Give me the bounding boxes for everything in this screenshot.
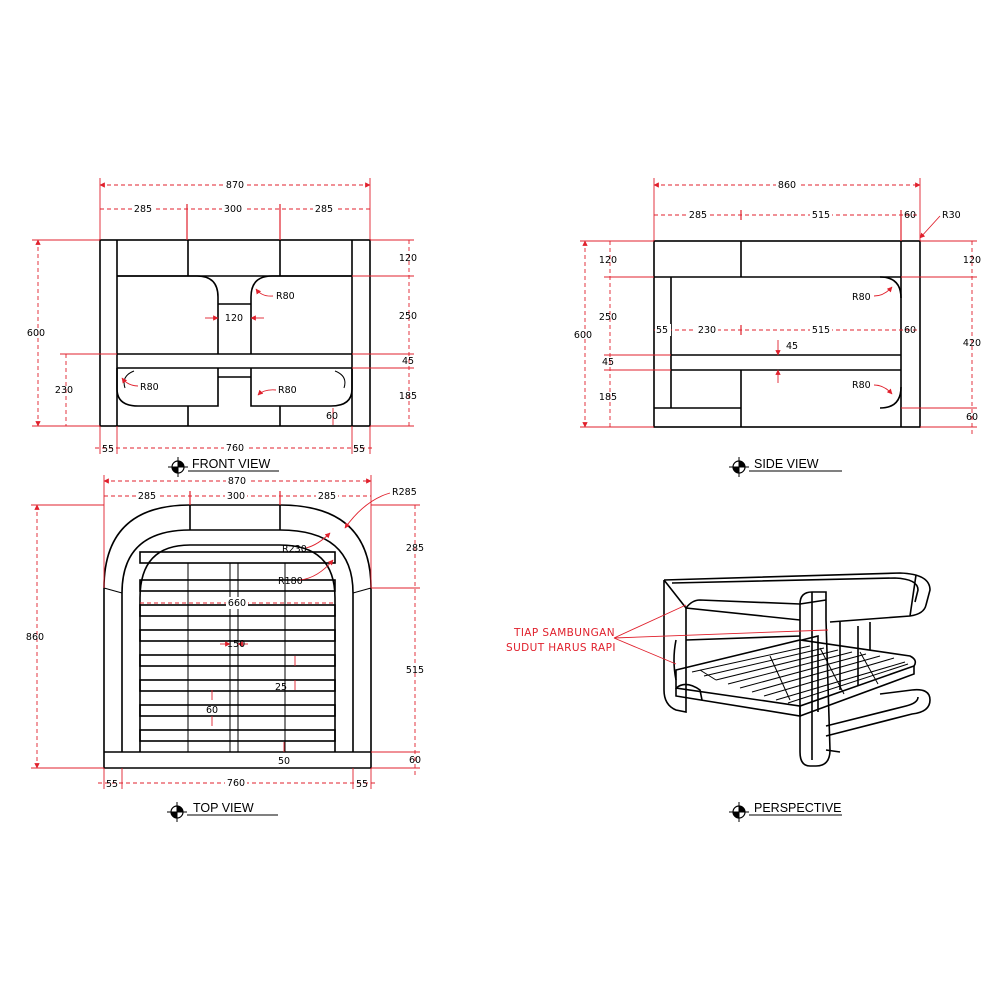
front-right-seat: 45 xyxy=(402,356,414,367)
side-left-mid: 250 xyxy=(599,312,617,323)
top-radius-mid: R230 xyxy=(282,544,307,555)
front-seg-right: 285 xyxy=(315,204,333,215)
front-seat-height: 230 xyxy=(55,385,73,396)
front-width-label: 870 xyxy=(226,180,244,191)
side-left-seat: 45 xyxy=(602,357,614,368)
top-front-rail: 50 xyxy=(278,756,290,767)
side-view: 860 285 515 60 R30 600 120 250 45 185 55… xyxy=(574,178,981,477)
top-seg-right: 285 xyxy=(318,491,336,502)
front-seg-left: 285 xyxy=(134,204,152,215)
front-height: 600 xyxy=(27,328,45,339)
perspective-title-symbol xyxy=(729,802,749,822)
top-bottom-mid: 760 xyxy=(227,778,245,789)
front-seg-mid: 300 xyxy=(224,204,242,215)
top-seg-mid: 300 xyxy=(227,491,245,502)
top-view-title: TOP VIEW xyxy=(193,801,254,815)
side-inner-end: 60 xyxy=(904,325,916,336)
top-view: 870 285 300 285 R285 R230 R180 660 150 2… xyxy=(26,475,424,822)
top-view-title-symbol xyxy=(167,802,187,822)
front-foot: 60 xyxy=(326,411,338,422)
top-seg-left: 285 xyxy=(138,491,156,502)
top-slat-space: 25 xyxy=(275,682,287,693)
side-left-low: 185 xyxy=(599,392,617,403)
top-slat-span: 660 xyxy=(228,598,246,609)
side-height: 600 xyxy=(574,330,592,341)
front-view: 870 285 300 285 600 230 120 250 45 185 xyxy=(27,178,417,477)
top-slat-width: 60 xyxy=(206,705,218,716)
front-r-lower-right: R80 xyxy=(278,385,297,396)
perspective-note-line1: TIAP SAMBUNGAN xyxy=(513,627,615,639)
front-view-title: FRONT VIEW xyxy=(192,457,270,471)
top-depth: 860 xyxy=(26,632,44,643)
top-radius-outer: R285 xyxy=(392,487,417,498)
side-right-foot: 60 xyxy=(966,412,978,423)
top-radius-inner: R180 xyxy=(278,576,303,587)
front-right-top: 120 xyxy=(399,253,417,264)
side-inner-mid: 230 xyxy=(698,325,716,336)
front-bottom-right: 55 xyxy=(353,444,365,455)
side-r-lower: R80 xyxy=(852,380,871,391)
front-bottom-mid: 760 xyxy=(226,443,244,454)
top-slat-gap: 150 xyxy=(227,639,245,650)
top-view-slats xyxy=(139,551,336,752)
perspective-view: TIAP SAMBUNGAN SUDUT HARUS RAPI PERSPECT… xyxy=(506,572,931,822)
side-top-mid: 515 xyxy=(812,210,830,221)
top-width: 870 xyxy=(228,476,246,487)
perspective-title: PERSPECTIVE xyxy=(754,801,842,815)
perspective-note-line2: SUDUT HARUS RAPI xyxy=(506,642,616,654)
top-right-rail: 60 xyxy=(409,755,421,766)
side-seat: 45 xyxy=(786,341,798,352)
side-depth: 860 xyxy=(778,180,796,191)
front-mid-gap: 120 xyxy=(225,313,243,324)
top-right-front: 515 xyxy=(406,665,424,676)
side-view-title-symbol xyxy=(729,457,749,477)
side-right-mid: 420 xyxy=(963,338,981,349)
side-inner-right: 515 xyxy=(812,325,830,336)
front-right-low: 185 xyxy=(399,391,417,402)
side-corner-radius: R30 xyxy=(942,210,961,221)
side-r-upper: R80 xyxy=(852,292,871,303)
top-bottom-left: 55 xyxy=(106,779,118,790)
side-top-right: 60 xyxy=(904,210,916,221)
side-right-top: 120 xyxy=(963,255,981,266)
front-view-title-symbol xyxy=(168,457,188,477)
front-r-lower-left: R80 xyxy=(140,382,159,393)
top-right-back: 285 xyxy=(406,543,424,554)
side-top-left: 285 xyxy=(689,210,707,221)
side-inner-left: 55 xyxy=(656,325,668,336)
front-right-mid: 250 xyxy=(399,311,417,322)
side-left-top: 120 xyxy=(599,255,617,266)
front-bottom-left: 55 xyxy=(102,444,114,455)
front-r-upper: R80 xyxy=(276,291,295,302)
side-view-title: SIDE VIEW xyxy=(754,457,819,471)
top-bottom-right: 55 xyxy=(356,779,368,790)
